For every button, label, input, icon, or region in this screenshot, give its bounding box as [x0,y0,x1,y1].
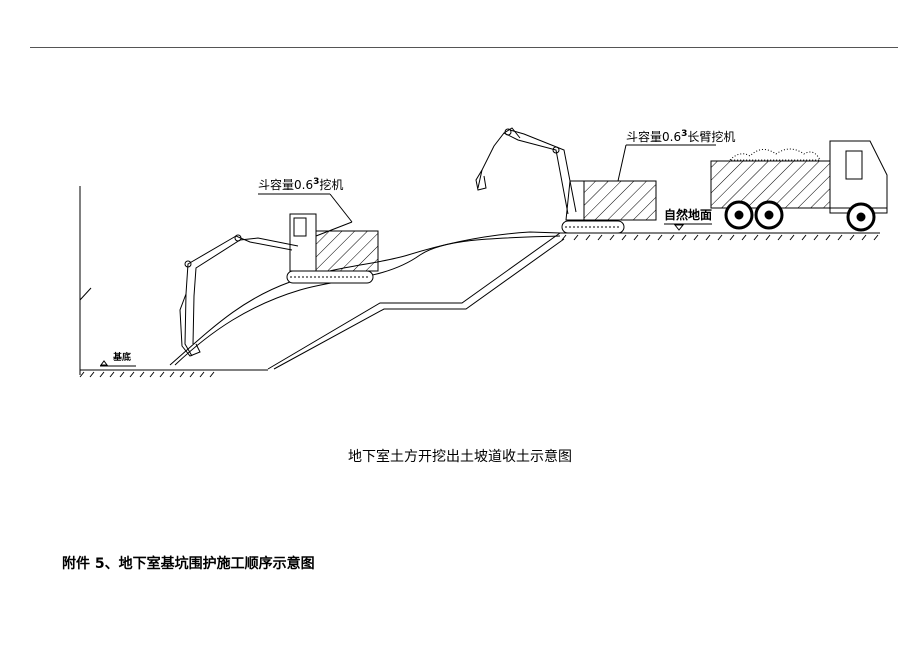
svg-text:斗容量0.63挖机: 斗容量0.63挖机 [258,177,343,192]
pit-bottom-label: 基底 [112,351,131,363]
excavator-small-callout: 斗容量0.63挖机 [258,177,353,223]
svg-text:斗容量0.63长臂挖机: 斗容量0.63长臂挖机 [626,129,735,144]
truck-wheels [724,200,876,232]
excavator-long-label-sup: 3 [681,129,687,139]
excavator-long-label: 斗容量0.6 [626,129,681,144]
pit-bottom-ground [79,369,268,378]
excavator-long-callout: 斗容量0.63长臂挖机 [617,129,735,182]
excavation-diagram: 基底 自然地面 斗容量0.63挖机 [79,127,888,378]
natural-ground [560,232,880,241]
excavator-long-arm [475,127,657,234]
dump-truck [710,140,888,232]
ramp [267,232,565,370]
excavator-small-label-suffix: 挖机 [319,177,343,192]
excavator-small-label: 斗容量0.6 [258,177,313,192]
top-rule [30,47,898,48]
excavator-small [179,213,379,357]
appendix-heading: 附件 5、地下室基坑围护施工顺序示意图 [62,556,315,572]
natural-ground-label: 自然地面 [664,207,712,222]
natural-ground-marker: 自然地面 [664,207,712,231]
retaining-wall [79,186,92,375]
pit-bottom-marker: 基底 [100,351,136,367]
excavator-small-label-sup: 3 [313,177,319,187]
excavator-long-label-suffix: 长臂挖机 [687,129,735,144]
diagram-caption: 地下室土方开挖出土坡道收土示意图 [348,449,572,465]
